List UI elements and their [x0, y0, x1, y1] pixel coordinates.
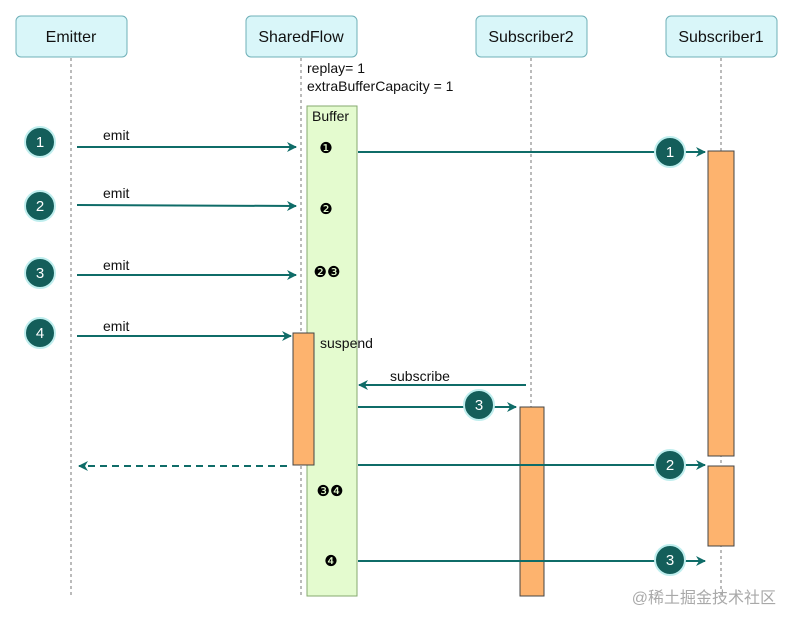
subscriber2-badge-3: 3 [463, 389, 495, 421]
svg-text:1: 1 [36, 134, 44, 151]
emitter-actor: Emitter [15, 15, 128, 58]
buffer-state-1: ❶ [319, 140, 332, 157]
svg-text:4: 4 [36, 325, 44, 342]
subscriber2-activation [519, 406, 545, 597]
svg-text:3: 3 [666, 552, 674, 569]
subscriber1-badge-2: 2 [654, 449, 686, 481]
subscribe-label: subscribe [390, 368, 450, 384]
emit-label-3: emit [103, 257, 130, 273]
buffer-label: Buffer [312, 108, 349, 124]
svg-text:1: 1 [666, 144, 674, 161]
sharedflow-label: SharedFlow [258, 29, 344, 46]
sharedflow-actor: SharedFlow [245, 15, 358, 58]
emitter-label: Emitter [46, 29, 97, 46]
watermark: @稀土掘金技术社区 [632, 589, 776, 607]
subscriber2-label: Subscriber2 [488, 29, 573, 46]
subscriber1-actor: Subscriber1 [665, 15, 778, 58]
extra-buffer-note: extraBufferCapacity = 1 [307, 78, 454, 94]
subscriber1-label: Subscriber1 [678, 29, 763, 46]
svg-text:3: 3 [36, 265, 44, 282]
subscriber1-badge-1: 1 [654, 136, 686, 168]
emit-label-2: emit [103, 185, 130, 201]
emit-label-4: emit [103, 318, 130, 334]
svg-text:3: 3 [475, 397, 483, 414]
buffer-state-5: ❹ [324, 553, 337, 570]
subscriber1-badge-3: 3 [654, 544, 686, 576]
buffer-box [306, 105, 358, 597]
emit-badge-4: 4 [24, 317, 56, 349]
emit-label-1: emit [103, 127, 130, 143]
emit-badge-2: 2 [24, 190, 56, 222]
svg-text:2: 2 [666, 457, 674, 474]
subscriber1-activation-2 [707, 465, 735, 547]
emit-badge-3: 3 [24, 257, 56, 289]
buffer-state-4: ❸❹ [317, 483, 344, 500]
svg-text:2: 2 [36, 198, 44, 215]
emit-arrow-2 [76, 200, 297, 211]
replay-note: replay= 1 [307, 60, 365, 76]
sharedflow-suspend-activation [292, 332, 315, 466]
emit-badge-1: 1 [24, 126, 56, 158]
subscriber2-actor: Subscriber2 [475, 15, 588, 58]
subscriber1-activation-1 [707, 150, 735, 457]
buffer-state-3: ❷❸ [314, 264, 341, 281]
suspend-label: suspend [320, 335, 373, 351]
buffer-state-2: ❷ [319, 201, 332, 218]
